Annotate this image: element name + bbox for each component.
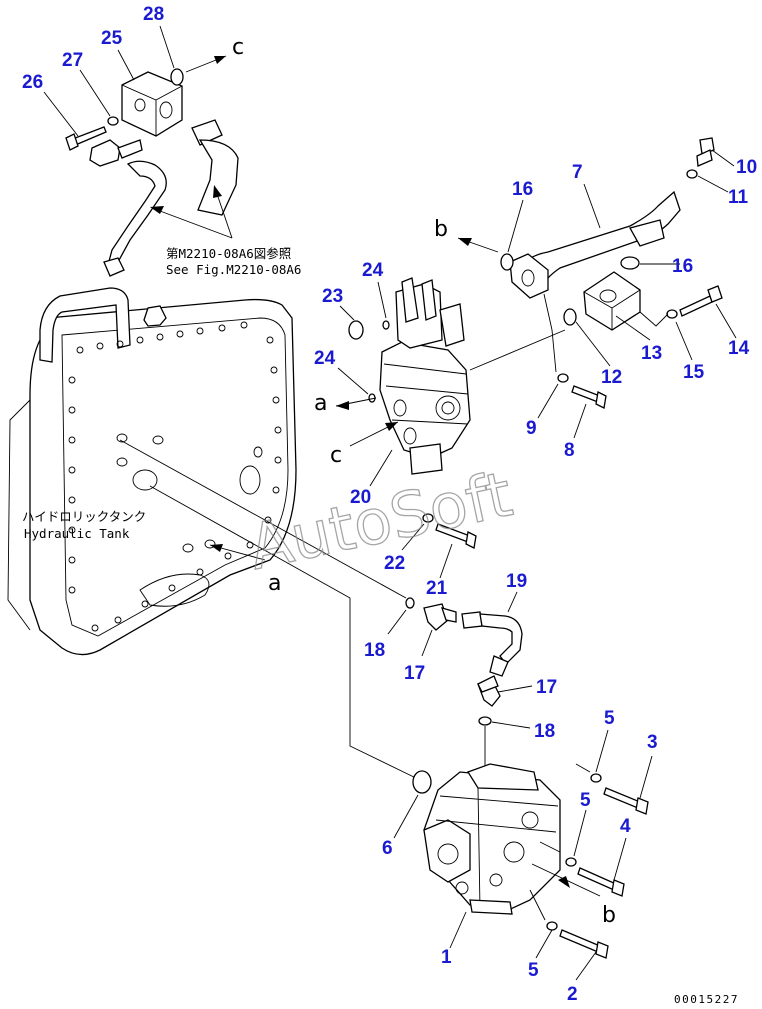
elbow-17-top: [423, 603, 457, 631]
bolt-8: [571, 385, 607, 409]
callout-7: 7: [572, 162, 583, 183]
callout-19: 19: [506, 571, 527, 592]
callout-24-top: 24: [362, 260, 384, 281]
o-ring-6: [412, 770, 432, 794]
o-ring-16-right: [620, 256, 640, 270]
washer-5-bottom: [546, 921, 558, 931]
callout-13: 13: [641, 343, 662, 364]
flange-13: [583, 271, 641, 331]
flow-arrow-a-mid: a: [314, 391, 377, 416]
callout-4: 4: [620, 816, 631, 837]
callout-5-bottom: 5: [528, 960, 539, 981]
bolt-3: [603, 787, 649, 815]
svg-text:c: c: [232, 35, 244, 60]
callout-12: 12: [601, 367, 622, 388]
elbow-fitting: [89, 139, 143, 167]
callout-22: 22: [384, 553, 405, 574]
svg-text:a: a: [268, 571, 281, 596]
reference-arrows: [150, 185, 233, 239]
svg-text:a: a: [314, 391, 327, 416]
hydraulic-tank: [7, 287, 297, 656]
washer-27: [107, 116, 119, 126]
callout-9: 9: [526, 418, 537, 439]
callout-26: 26: [22, 72, 43, 93]
flow-arrow-b-bottom: b: [531, 863, 616, 928]
callout-25: 25: [101, 28, 123, 49]
hose-assembly: [103, 119, 239, 277]
svg-text:c: c: [330, 443, 342, 468]
hose-19: [461, 611, 523, 677]
o-ring-18-bottom: [478, 716, 492, 726]
callout-27: 27: [62, 50, 83, 71]
pipe-connection-lines: [469, 293, 669, 373]
callout-16-right: 16: [672, 256, 693, 277]
valve-1: [423, 763, 561, 915]
elbow-17-bottom: [477, 675, 501, 707]
tank-label-jp: ハイドロリックタンク: [22, 509, 146, 524]
svg-text:b: b: [434, 217, 448, 242]
callout-16-left: 16: [512, 179, 533, 200]
washer-5-mid: [565, 857, 577, 867]
flow-arrow-b-top: b: [434, 217, 499, 253]
bolt-14: [679, 285, 723, 317]
pipe-7: [509, 190, 681, 299]
callout-2: 2: [567, 984, 578, 1005]
callout-14: 14: [728, 338, 750, 359]
callout-17-top: 17: [404, 663, 425, 684]
callout-5-mid: 5: [580, 790, 591, 811]
o-ring-28: [170, 68, 184, 86]
callout-28: 28: [143, 4, 164, 25]
callout-18-top: 18: [364, 640, 385, 661]
callout-20: 20: [350, 487, 371, 508]
washer-5-top: [590, 773, 602, 783]
o-ring-16-left: [500, 253, 514, 271]
callout-8: 8: [564, 440, 575, 461]
washer-22: [422, 513, 434, 523]
o-ring-24-top: [382, 320, 390, 330]
callout-leader-lines: [43, 25, 737, 981]
callout-6: 6: [382, 838, 393, 859]
pump-connection-lines: [529, 763, 591, 921]
bolt-4: [577, 867, 625, 897]
flow-arrow-c-top: c: [185, 35, 244, 73]
washer-11: [686, 169, 698, 179]
washer-15: [666, 309, 678, 319]
callout-10: 10: [736, 157, 757, 178]
o-ring-18-top: [405, 597, 415, 609]
o-ring-23: [348, 320, 364, 340]
callout-15: 15: [683, 362, 705, 383]
tank-connection-lines: a: [119, 439, 421, 781]
callout-24-side: 24: [314, 348, 336, 369]
svg-text:b: b: [602, 903, 616, 928]
drawing-code: 00015227: [674, 993, 739, 1006]
flow-arrow-c-mid: c: [330, 421, 399, 468]
callout-21: 21: [426, 578, 448, 599]
bolt-10: [696, 137, 715, 167]
fitting-block-25: [121, 71, 183, 137]
callout-17-bottom: 17: [536, 677, 557, 698]
callout-numbers: 28 25 27 26 10 11 7 16 16 24 23 24 13 14…: [22, 4, 757, 1005]
control-valve-20: [379, 277, 471, 475]
bolt-26: [65, 126, 107, 151]
callout-5-top: 5: [604, 708, 615, 729]
callout-11: 11: [728, 187, 749, 208]
washer-9: [557, 373, 569, 383]
callout-23: 23: [322, 286, 343, 307]
tank-label-en: Hydraulic Tank: [24, 526, 130, 541]
o-ring-12: [563, 308, 577, 326]
callout-18-bottom: 18: [534, 721, 555, 742]
reference-note-jp: 第M2210-08A6図参照: [166, 246, 291, 261]
callout-1: 1: [441, 947, 452, 968]
callout-3: 3: [647, 732, 658, 753]
reference-note-en: See Fig.M2210-08A6: [166, 262, 301, 277]
bolt-2: [559, 929, 609, 959]
bolt-21: [435, 523, 477, 549]
